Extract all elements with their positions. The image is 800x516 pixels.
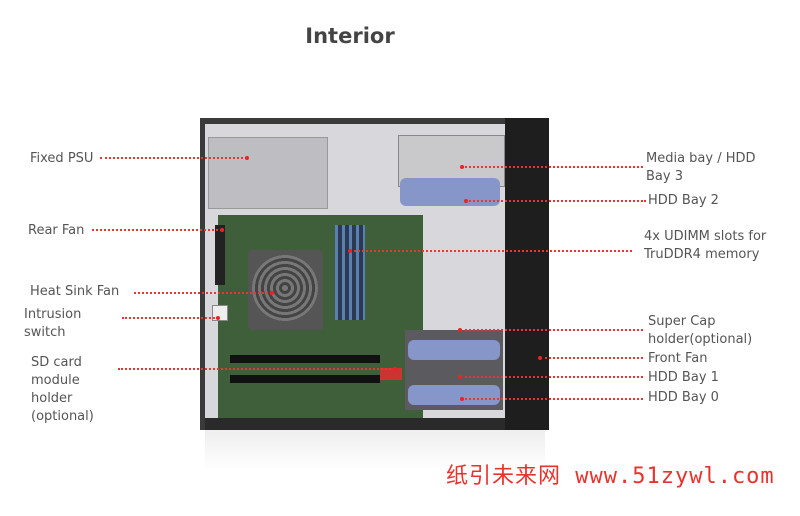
leader-dot xyxy=(216,316,220,320)
watermark: 纸引未来网 www.51zywl.com xyxy=(446,464,775,489)
label-super-cap: Super Cap holder(optional) xyxy=(648,314,753,347)
leader-line xyxy=(460,376,643,378)
leader-dot xyxy=(460,397,464,401)
leader-line xyxy=(118,368,395,370)
leader-line xyxy=(134,292,272,294)
label-hdd-bay-2: HDD Bay 2 xyxy=(648,193,719,208)
leader-line xyxy=(466,200,646,202)
leader-dot xyxy=(245,156,249,160)
leader-dot xyxy=(458,375,462,379)
leader-line xyxy=(462,166,643,168)
leader-line xyxy=(460,329,643,331)
label-hdd-bay-1: HDD Bay 1 xyxy=(648,370,719,385)
label-sd-card: SD card module holder (optional) xyxy=(31,355,94,424)
leader-dot xyxy=(460,165,464,169)
leader-line xyxy=(350,250,632,252)
leader-dot xyxy=(348,249,352,253)
leader-dot xyxy=(458,328,462,332)
leader-dot xyxy=(220,228,224,232)
page-title: Interior xyxy=(305,24,395,48)
label-rear-fan: Rear Fan xyxy=(28,223,85,238)
leader-dot xyxy=(538,356,542,360)
label-heat-sink-fan: Heat Sink Fan xyxy=(30,284,120,299)
label-intrusion-switch: Intrusion switch xyxy=(24,307,82,340)
label-media-bay: Media bay / HDD Bay 3 xyxy=(646,151,756,184)
label-udimm: 4x UDIMM slots for TruDDR4 memory xyxy=(644,229,767,262)
label-fixed-psu: Fixed PSU xyxy=(30,151,94,166)
leader-dot xyxy=(464,199,468,203)
leader-line xyxy=(100,157,247,159)
leader-line xyxy=(122,317,218,319)
leader-dot xyxy=(270,291,274,295)
leader-line xyxy=(462,398,643,400)
leader-line xyxy=(92,229,222,231)
label-hdd-bay-0: HDD Bay 0 xyxy=(648,390,719,405)
label-front-fan: Front Fan xyxy=(648,351,708,366)
leader-line xyxy=(540,357,643,359)
leader-dot xyxy=(393,367,397,371)
